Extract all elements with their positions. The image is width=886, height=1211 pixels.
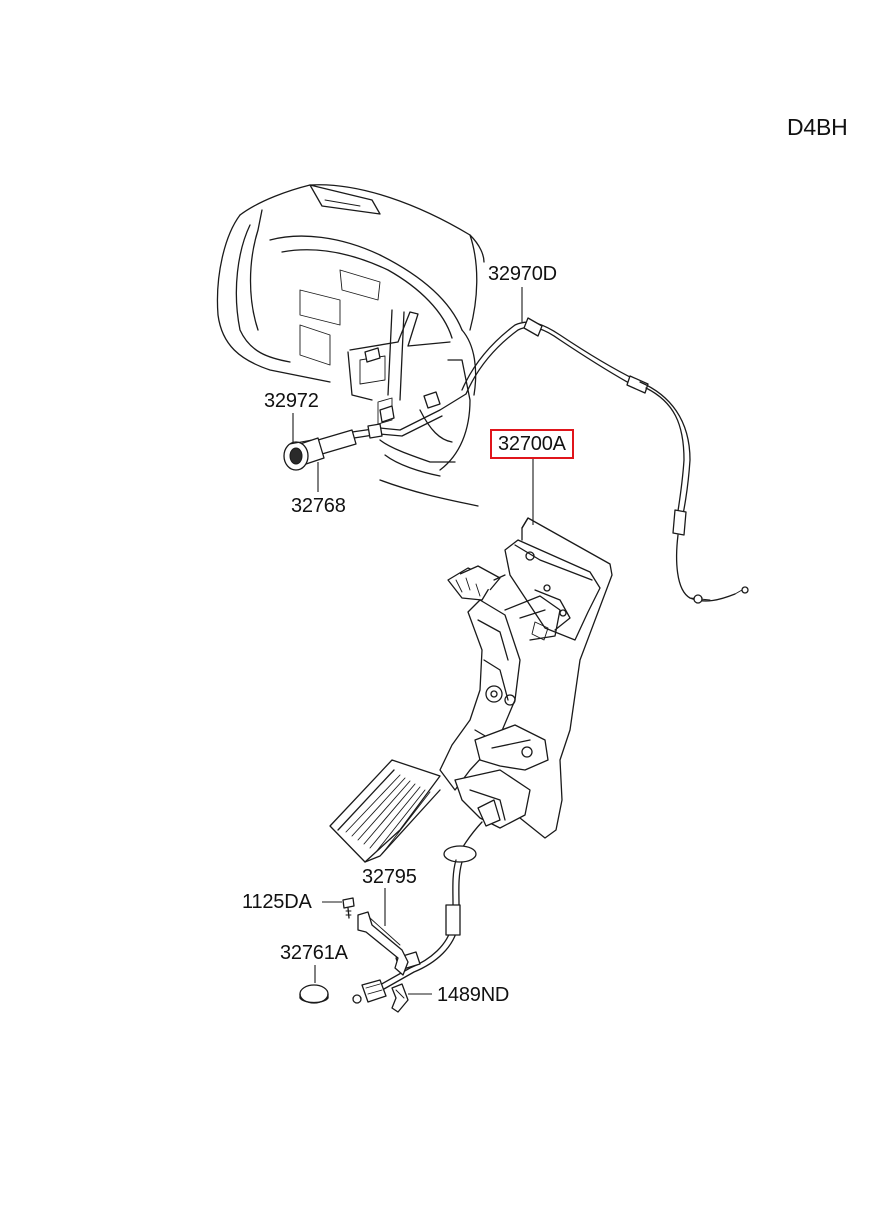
part-label-32972[interactable]: 32972 — [264, 390, 319, 412]
part-label-1489ND[interactable]: 1489ND — [437, 984, 510, 1006]
engine-code-label: D4BH — [787, 114, 848, 140]
throttle-knob-illustration — [283, 429, 357, 471]
leader-lines — [292, 287, 534, 995]
bolt-illustration — [342, 897, 355, 919]
part-label-32795[interactable]: 32795 — [362, 866, 417, 888]
part-label-32761A[interactable]: 32761A — [280, 942, 348, 964]
part-label-32700A-selected[interactable]: 32700A — [490, 429, 574, 459]
part-label-32768[interactable]: 32768 — [291, 495, 346, 517]
dashboard-panel-illustration — [216, 184, 485, 507]
wire-bracket-illustration — [357, 911, 409, 976]
accelerator-cable-illustration — [351, 317, 749, 604]
wire-clip-illustration — [391, 983, 409, 1013]
accelerator-pedal-illustration — [329, 517, 613, 1004]
part-label-32970D[interactable]: 32970D — [488, 263, 557, 285]
cap-plug-illustration — [299, 984, 329, 1004]
part-label-1125DA[interactable]: 1125DA — [242, 891, 312, 913]
